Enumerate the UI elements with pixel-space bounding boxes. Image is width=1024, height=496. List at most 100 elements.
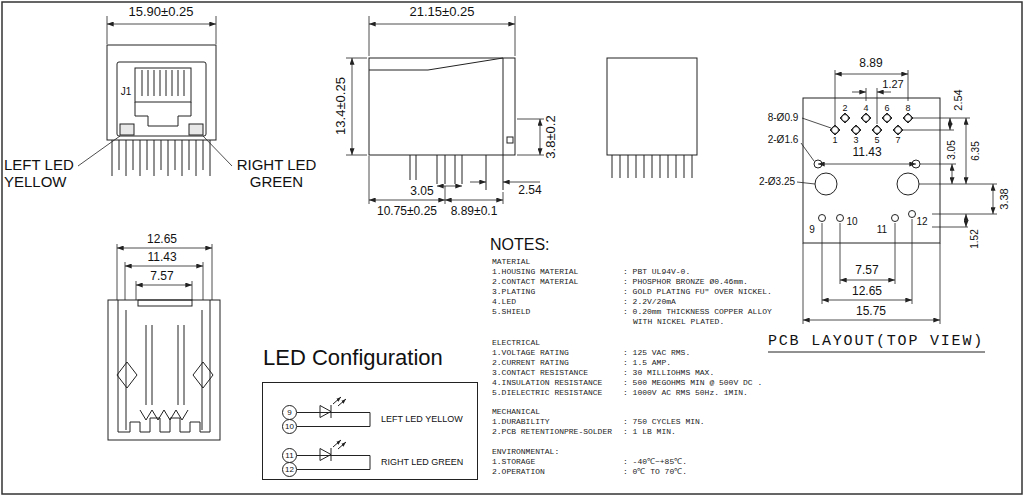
pcb-layout <box>768 352 985 353</box>
dimension-label: 1.52 <box>969 229 981 248</box>
dimension-line <box>107 16 216 44</box>
pcb-layout <box>768 98 985 352</box>
dimension-label: 15.75 <box>856 305 886 319</box>
bottom-view <box>108 300 220 440</box>
dimension-label: 2.54 <box>518 184 541 198</box>
front-view <box>112 140 210 176</box>
pin-number: 3 <box>853 135 858 145</box>
note-value: : 2.2V/20mA <box>623 297 788 307</box>
dimension-label: 6.35 <box>970 141 982 160</box>
pin-circle: 9 <box>282 405 297 420</box>
note-text: ELECTRICAL <box>492 338 540 348</box>
dimension-label: 11.43 <box>147 251 176 265</box>
note-text: 1.STORAGE <box>492 457 535 467</box>
side-view <box>503 58 504 155</box>
dimension-label: 3.38 <box>998 188 1011 209</box>
note-text: 3.PLATING <box>492 287 535 297</box>
callout-label: RIGHT LED GREEN <box>229 156 324 190</box>
dimension-line <box>803 320 940 321</box>
note-text: 2.OPERATION <box>492 467 545 477</box>
pcb-layout <box>909 211 916 218</box>
dimension-line <box>803 219 940 324</box>
led-symbol <box>338 442 346 449</box>
pin-circle: 12 <box>282 462 297 477</box>
dimension-line <box>902 118 970 130</box>
bottom-view <box>117 362 137 388</box>
side-view <box>507 137 513 143</box>
pcb-layout <box>840 113 913 123</box>
note-text: 4.INSULATION RESISTANCE <box>492 378 602 388</box>
pcb-layout <box>815 173 837 195</box>
pin-number: 4 <box>863 103 868 113</box>
pcb-layout <box>837 215 844 222</box>
note-text: 5.SHIELD <box>492 307 530 317</box>
led-symbol <box>320 449 331 461</box>
bottom-view <box>118 418 210 432</box>
side-view <box>369 58 503 70</box>
pin-number: 9 <box>287 409 291 417</box>
pin-number: 11 <box>877 224 887 236</box>
note-text: 5.DIELECTRIC RESISTANCE <box>492 388 602 398</box>
led-label: RIGHT LED GREEN <box>381 457 463 467</box>
led-symbol <box>320 406 331 418</box>
dimension-label: 3.05 <box>946 140 958 159</box>
pin-number: 9 <box>809 224 815 236</box>
dimension-label: 11.43 <box>852 146 881 160</box>
led-label: LEFT LED YELLOW <box>381 414 463 424</box>
pin-circle: 10 <box>282 419 297 434</box>
section-heading: LED Configuration <box>263 345 443 370</box>
dimension-line <box>369 156 503 204</box>
dimension-label: 3.8±0.2 <box>544 115 559 158</box>
pcb-layout <box>803 98 940 243</box>
dimension-line <box>950 118 951 130</box>
leader-line <box>78 136 120 166</box>
note-value: : 1000V AC RMS 50Hz. 1MIN. <box>623 388 788 398</box>
callout-label: LEFT LED YELLOW <box>4 156 89 190</box>
dimension-line <box>369 24 515 25</box>
note-value: : PHOSPHOR BRONZE Ø0.46mm. <box>623 277 788 287</box>
note-value: : 0.20mm THICKNESS COPPER ALLOY WITH NIC… <box>623 307 788 327</box>
dimension-label: 12.65 <box>147 233 177 247</box>
note-text: 1.DURABILITY <box>492 417 550 427</box>
pin-number: 8 <box>905 103 910 113</box>
note-text: 2.CURRENT RATING <box>492 358 569 368</box>
side-view <box>369 58 515 155</box>
note-text: 2.CONTACT MATERIAL <box>492 277 578 287</box>
notes-heading: NOTES: <box>490 236 550 254</box>
pin-number: 12 <box>285 466 294 474</box>
dimension-label: 2.54 <box>952 89 965 110</box>
front-view <box>107 45 216 176</box>
note-value: : 0℃ TO 70℃. <box>623 467 788 477</box>
front-view <box>107 45 216 140</box>
part-label: J1 <box>121 86 132 98</box>
leader-line <box>203 136 232 166</box>
led-symbol <box>320 397 346 461</box>
rear-view <box>607 58 697 155</box>
dimension-line <box>835 70 908 125</box>
note-value: : 30 MILLIOHMS MAX. <box>623 368 788 378</box>
led-wire <box>297 413 370 427</box>
dimension-line <box>932 214 997 227</box>
pin-number: 12 <box>916 216 927 228</box>
pin-number: 2 <box>842 103 847 113</box>
led-symbol <box>331 405 332 418</box>
note-value: : 125 VAC RMS. <box>623 348 788 358</box>
pin-circle: 11 <box>282 448 297 463</box>
dimension-line <box>818 164 916 165</box>
note-value: : 500 MEGOHMS MIN @ 500V DC . <box>623 378 788 388</box>
dimension-label: 8.89±0.1 <box>451 205 498 219</box>
dimension-label: 10.75±0.25 <box>377 205 437 219</box>
dimension-line <box>369 200 445 201</box>
bottom-view <box>146 325 184 405</box>
leader-line <box>797 182 815 184</box>
led-symbol <box>333 440 341 447</box>
bottom-view <box>108 300 220 440</box>
dimension-line <box>352 58 353 155</box>
dimension-line <box>503 182 540 183</box>
note-text: ENVIRONMENTAL: <box>492 447 559 457</box>
led-configuration-box: LED ConfigurationLEFT LED YELLOWRIGHT LE… <box>262 382 478 480</box>
note-text: 1.HOUSING MATERIAL <box>492 267 578 277</box>
dimension-line <box>822 300 912 301</box>
